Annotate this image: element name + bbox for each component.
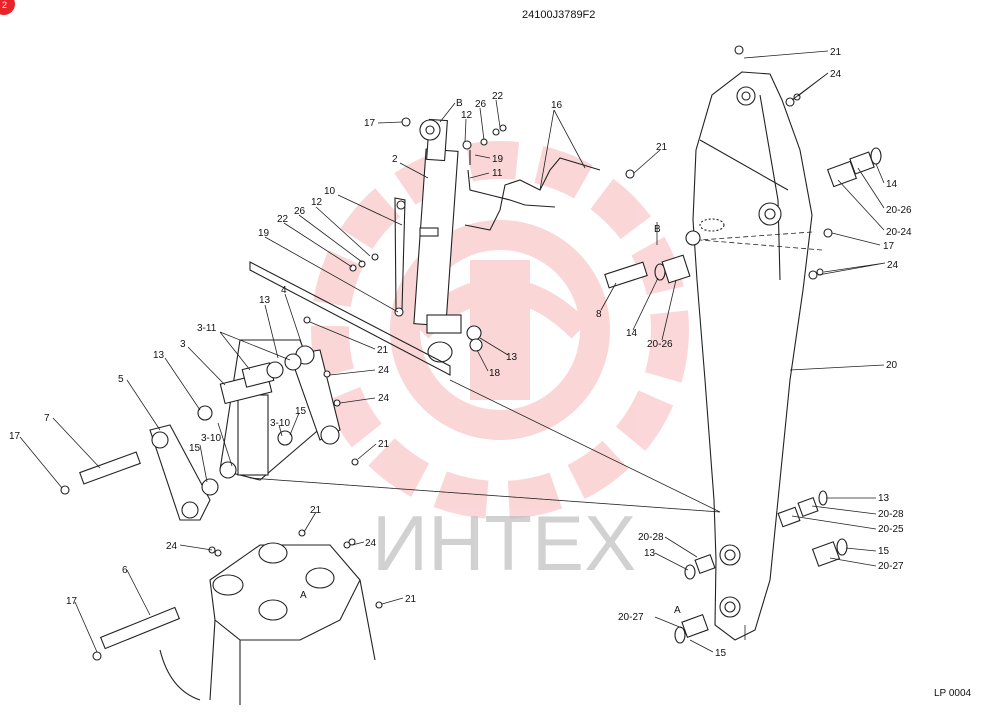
callout-24: 24 [887, 260, 899, 271]
callout-24: 24 [378, 393, 390, 404]
callout-B: B [456, 98, 463, 109]
callout-3-11: 3-11 [197, 323, 217, 334]
cylinder-part-2 [413, 118, 483, 363]
leader-lines [19, 50, 886, 653]
link-assembly [149, 261, 451, 521]
callout-15: 15 [189, 443, 201, 454]
callout-2: 2 [392, 154, 398, 165]
boom-bottom-bushings [674, 490, 848, 644]
callout-11: 11 [492, 168, 503, 179]
callout-21: 21 [405, 594, 417, 605]
callout-21: 21 [310, 505, 322, 516]
callout-20-25: 20-25 [878, 524, 904, 535]
callout-18: 18 [489, 368, 501, 379]
callout-17: 17 [9, 431, 21, 442]
callout-21: 21 [378, 439, 390, 450]
callout-13: 13 [644, 548, 656, 559]
callout-26: 26 [294, 206, 306, 217]
callout-17: 17 [66, 596, 78, 607]
callout-4: 4 [281, 285, 287, 296]
callout-15: 15 [295, 406, 307, 417]
callout-20-26: 20-26 [886, 205, 912, 216]
callout-10: 10 [324, 186, 336, 197]
pin-part-8 [604, 254, 691, 289]
callout-17: 17 [364, 118, 376, 129]
callout-B: B [654, 224, 661, 235]
callout-20-27: 20-27 [878, 561, 904, 572]
callout-20-26: 20-26 [647, 339, 673, 350]
callout-13: 13 [259, 295, 271, 306]
callout-3-10: 3-10 [270, 418, 290, 429]
callout-20-27: 20-27 [618, 612, 644, 623]
callout-13: 13 [878, 493, 890, 504]
boom-part-20 [685, 71, 813, 641]
callout-labels: 21 24 B 26 22 16 17 12 19 2 11 21 10 12 … [9, 47, 912, 659]
callout-20-28: 20-28 [638, 532, 664, 543]
callout-24: 24 [830, 69, 842, 80]
callout-22: 22 [277, 214, 289, 225]
callout-20-28: 20-28 [878, 509, 904, 520]
callout-20: 20 [886, 360, 898, 371]
sheet-code: LP 0004 [934, 688, 972, 699]
callout-14: 14 [626, 328, 638, 339]
callout-16: 16 [551, 100, 563, 111]
callout-13: 13 [506, 352, 518, 363]
callout-15: 15 [878, 546, 890, 557]
svg-text:2: 2 [2, 0, 7, 10]
callout-24: 24 [166, 541, 178, 552]
bucket-bracket [159, 529, 383, 705]
callout-A: A [300, 590, 307, 601]
callout-21: 21 [377, 345, 389, 356]
callout-21: 21 [656, 142, 668, 153]
callout-17: 17 [883, 241, 895, 252]
callout-19: 19 [492, 154, 504, 165]
callout-20-24: 20-24 [886, 227, 912, 238]
callout-24: 24 [365, 538, 377, 549]
callout-A: A [674, 605, 681, 616]
callout-15: 15 [715, 648, 727, 659]
watermark-text: ИНТЕХ [372, 499, 636, 587]
callout-8: 8 [596, 309, 602, 320]
callout-12: 12 [461, 110, 473, 121]
callout-24: 24 [378, 365, 390, 376]
callout-21: 21 [830, 47, 842, 58]
corner-badge: 2 [0, 0, 15, 15]
callout-26: 26 [475, 99, 487, 110]
callout-3-10: 3-10 [201, 433, 221, 444]
callout-7: 7 [44, 413, 50, 424]
callout-13: 13 [153, 350, 165, 361]
callout-5: 5 [118, 374, 124, 385]
callout-22: 22 [492, 91, 504, 102]
callout-19: 19 [258, 228, 270, 239]
hose-assembly [462, 124, 601, 231]
callout-12: 12 [311, 197, 323, 208]
pin-part-7 [60, 451, 141, 495]
callout-3: 3 [180, 339, 186, 350]
callout-14: 14 [886, 179, 898, 190]
callout-6: 6 [122, 565, 128, 576]
pin-part-6 [92, 606, 181, 661]
drawing-number: 24100J3789F2 [522, 9, 595, 21]
